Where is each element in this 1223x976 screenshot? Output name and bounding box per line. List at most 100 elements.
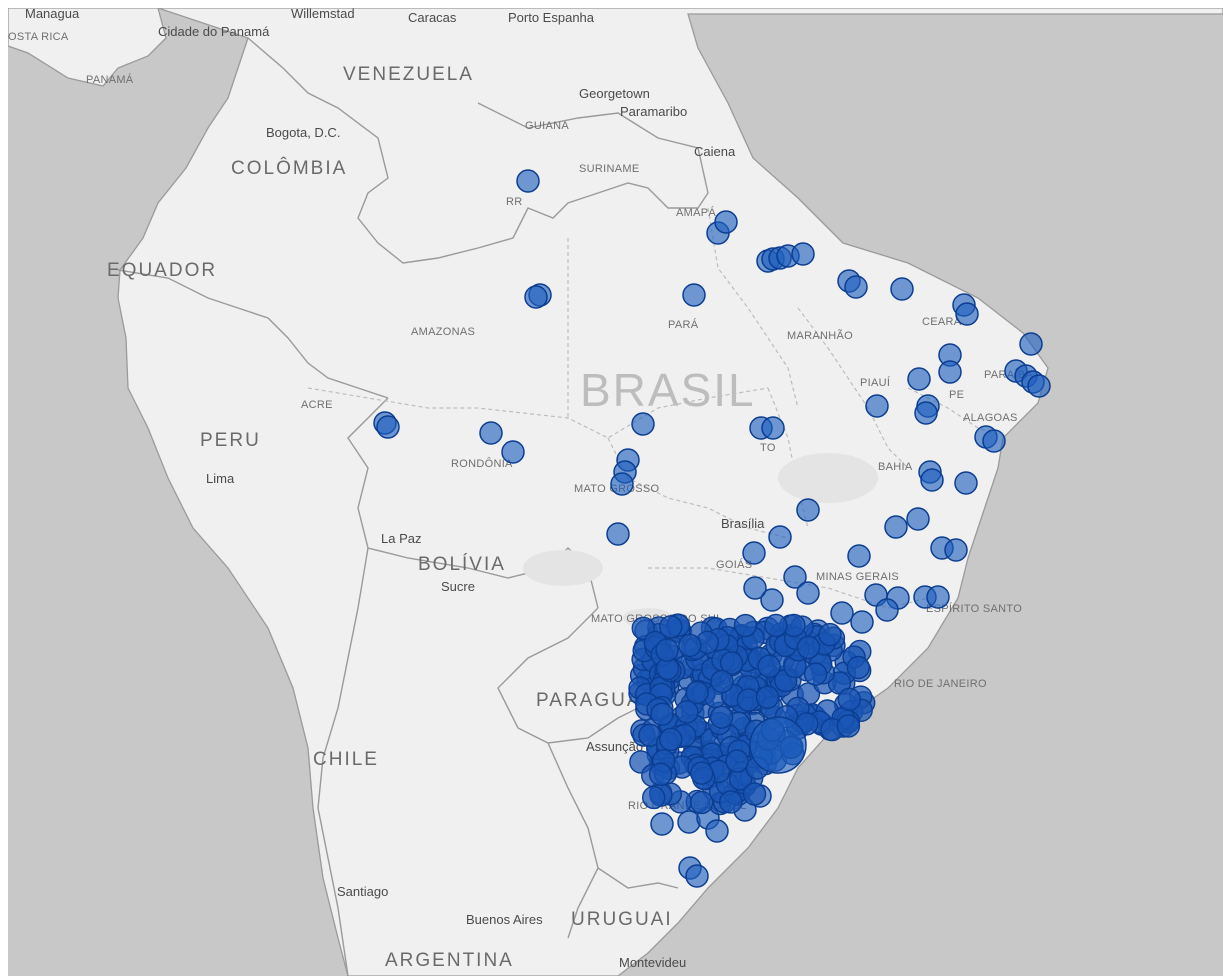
location-marker[interactable] [650, 702, 674, 726]
location-marker[interactable] [648, 762, 673, 787]
rondonia-label: RONDÔNIA [451, 457, 513, 470]
location-marker[interactable] [847, 544, 871, 568]
bogota-label: Bogota, D.C. [266, 125, 340, 140]
location-marker[interactable] [516, 169, 540, 193]
espirito-santo-label: ESPÍRITO SANTO [926, 602, 1022, 615]
porto-espanha-label: Porto Espanha [508, 10, 595, 25]
land [8, 8, 1223, 976]
location-marker[interactable] [907, 367, 931, 391]
location-marker[interactable] [710, 669, 734, 694]
location-marker[interactable] [376, 415, 400, 439]
location-marker[interactable] [890, 277, 914, 301]
location-marker[interactable] [719, 651, 744, 675]
goias-label: GOIÁS [716, 558, 752, 571]
suriname-label: SURINAME [579, 163, 639, 175]
location-marker[interactable] [743, 576, 767, 600]
equador-label: EQUADOR [107, 260, 217, 281]
location-marker[interactable] [926, 585, 950, 609]
location-marker[interactable] [803, 662, 828, 686]
location-marker[interactable] [920, 468, 944, 492]
location-marker[interactable] [830, 601, 854, 625]
location-marker[interactable] [764, 613, 788, 638]
location-marker[interactable] [742, 541, 766, 565]
to-label: TO [760, 442, 776, 454]
cidade-panama-label: Cidade do Panamá [158, 24, 270, 39]
brasilia-label: Brasília [721, 516, 765, 531]
location-marker[interactable] [1019, 332, 1043, 356]
location-marker[interactable] [479, 421, 503, 445]
location-marker[interactable] [884, 515, 908, 539]
location-marker[interactable] [755, 685, 780, 709]
location-marker[interactable] [705, 819, 729, 843]
location-marker[interactable] [675, 700, 699, 724]
map-canvas[interactable]: BRASIL VENEZUELA COLÔMBIA EQUADOR PERU B… [8, 8, 1223, 976]
location-marker[interactable] [768, 525, 792, 549]
location-marker[interactable] [690, 761, 714, 785]
acre-label: ACRE [301, 399, 333, 411]
amapa-label: AMAPÁ [676, 206, 716, 219]
location-marker[interactable] [524, 285, 548, 309]
location-marker[interactable] [796, 635, 821, 660]
location-marker[interactable] [875, 598, 899, 622]
minas-gerais-label: MINAS GERAIS [816, 571, 899, 583]
location-marker[interactable] [742, 782, 767, 806]
location-marker[interactable] [655, 638, 679, 662]
location-marker[interactable] [837, 687, 861, 712]
location-marker[interactable] [914, 401, 938, 425]
venezuela-label: VENEZUELA [343, 64, 474, 85]
location-marker[interactable] [501, 440, 525, 464]
uruguai-label: URUGUAI [571, 909, 673, 930]
location-marker[interactable] [850, 610, 874, 634]
location-marker[interactable] [659, 727, 683, 752]
alagoas-label: ALAGOAS [963, 412, 1018, 424]
location-marker[interactable] [760, 588, 784, 612]
location-marker[interactable] [725, 749, 749, 773]
bolivia-label: BOLÍVIA [418, 554, 506, 575]
location-marker[interactable] [791, 242, 815, 266]
location-marker[interactable] [650, 812, 674, 836]
location-marker[interactable] [606, 522, 630, 546]
map-markers[interactable] [373, 169, 1051, 888]
location-marker[interactable] [642, 785, 666, 810]
location-marker[interactable] [714, 210, 738, 234]
location-marker[interactable] [761, 416, 785, 440]
location-marker[interactable] [938, 360, 962, 384]
rio-janeiro-label: RIO DE JANEIRO [894, 678, 987, 690]
piaui-label: PIAUÍ [860, 376, 891, 389]
location-marker[interactable] [865, 394, 889, 418]
location-marker[interactable] [796, 498, 820, 522]
location-marker[interactable] [818, 622, 842, 647]
location-marker[interactable] [689, 790, 714, 815]
location-marker-large[interactable] [749, 716, 807, 774]
location-marker[interactable] [783, 565, 807, 589]
location-marker[interactable] [719, 790, 743, 814]
location-marker[interactable] [610, 472, 634, 496]
location-marker[interactable] [685, 864, 709, 888]
location-marker[interactable] [836, 714, 861, 738]
location-marker[interactable] [906, 507, 930, 531]
location-marker[interactable] [955, 302, 979, 326]
paramaribo-label: Paramaribo [620, 104, 687, 119]
location-marker[interactable] [709, 705, 734, 729]
location-marker[interactable] [954, 471, 978, 495]
location-marker[interactable] [1027, 374, 1051, 398]
chile-label: CHILE [313, 749, 379, 770]
location-marker[interactable] [844, 275, 868, 299]
location-marker[interactable] [682, 283, 706, 307]
location-marker[interactable] [982, 429, 1006, 453]
location-marker[interactable] [757, 654, 781, 679]
sucre-label: Sucre [441, 579, 475, 594]
location-marker[interactable] [685, 680, 709, 705]
location-marker[interactable] [677, 810, 701, 834]
location-marker[interactable] [944, 538, 968, 562]
pe-label: PE [949, 389, 964, 401]
rr-label: RR [506, 196, 523, 208]
lima-label: Lima [206, 471, 235, 486]
location-marker[interactable] [796, 581, 820, 605]
location-marker[interactable] [733, 613, 758, 638]
location-marker[interactable] [846, 655, 871, 680]
colombia-label: COLÔMBIA [231, 157, 347, 179]
location-marker[interactable] [631, 412, 655, 436]
location-marker[interactable] [678, 633, 702, 658]
